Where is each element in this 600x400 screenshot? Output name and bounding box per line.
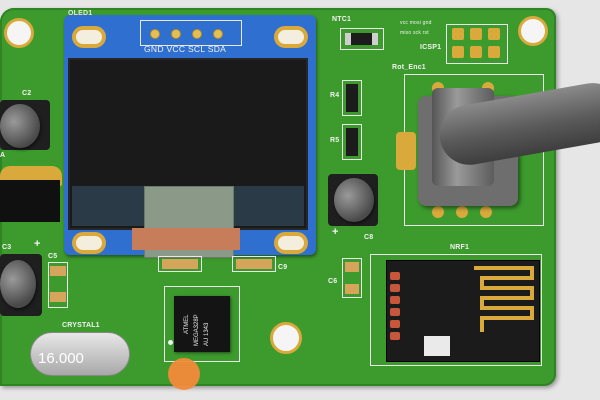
c9-label: C9	[278, 264, 288, 271]
atmega-chip	[174, 296, 230, 352]
r4-body	[346, 84, 358, 112]
mcu-marking-3: AU 1343	[204, 322, 210, 346]
nrf-pin-2	[390, 284, 400, 292]
icsp-pin-1	[452, 28, 464, 40]
capacitor-c8	[334, 178, 374, 222]
r5-label: R5	[330, 137, 340, 144]
icsp-outline	[446, 24, 508, 64]
encoder-pin-bottom-2	[456, 206, 468, 218]
c8-label: C8	[364, 234, 374, 241]
nrf-pin-5	[390, 320, 400, 328]
encoder-pin-bottom-1	[432, 206, 444, 218]
nrf-pin-6	[390, 332, 400, 340]
nrf-pin-3	[390, 296, 400, 304]
mcu-marking-2: MEGA328P	[194, 314, 200, 346]
nrf-antenna	[474, 266, 534, 332]
oled-ribbon-connector	[132, 228, 240, 250]
smd-cap-left-outline	[158, 256, 202, 272]
c6-top	[345, 262, 359, 272]
c5-label: C5	[48, 253, 58, 260]
oled-mount-tl	[72, 26, 106, 48]
c5-end-top	[50, 266, 66, 276]
header-pin-gnd	[150, 29, 160, 39]
r5-body	[346, 128, 358, 156]
icsp-note-1: vcc mosi gnd	[400, 20, 432, 26]
oled-mount-tr	[274, 26, 308, 48]
mcu-marking-1: ATMEL	[184, 314, 190, 334]
ntc-end-right	[372, 33, 378, 45]
icsp-pin-5	[470, 46, 482, 58]
icsp-pin-6	[488, 46, 500, 58]
ntc-body	[350, 33, 372, 45]
header-pin-vcc	[171, 29, 181, 39]
c3-label: C3	[2, 244, 12, 251]
encoder-mount-left	[396, 132, 416, 170]
encoder-pin-bottom-3	[480, 206, 492, 218]
smd-cap-left	[162, 259, 198, 269]
ntc-end-left	[345, 33, 351, 45]
nrf-pin-4	[390, 308, 400, 316]
oled-header-outline	[140, 20, 242, 46]
nrf-pin-1	[390, 272, 400, 280]
icsp-pin-3	[488, 28, 500, 40]
header-pin-labels: GND VCC SCL SDA	[144, 44, 227, 54]
c5-end-bottom	[50, 292, 66, 302]
c3-plus: +	[34, 238, 41, 250]
icsp-pin-2	[470, 28, 482, 40]
icsp-pin-4	[452, 46, 464, 58]
oled-ref-label: OLED1	[68, 10, 93, 17]
capacitor-c2	[0, 104, 40, 148]
mcu-outline	[164, 286, 240, 362]
mount-hole-top-right	[518, 16, 548, 46]
r4-outline	[342, 80, 362, 116]
c6-outline	[342, 258, 362, 298]
c6-label: C6	[328, 278, 338, 285]
c6-bottom	[345, 284, 359, 294]
oled-mount-bl	[72, 232, 106, 254]
encoder-label: Rot_Enc1	[392, 64, 426, 71]
c5-outline	[48, 262, 68, 308]
crystal-oscillator	[30, 332, 130, 376]
header-pin-scl	[192, 29, 202, 39]
ntc-label: NTC1	[332, 16, 352, 23]
mount-hole-top-left	[4, 18, 34, 48]
cap-left-label: A	[0, 152, 6, 159]
r4-label: R4	[330, 92, 340, 99]
c9-outline	[232, 256, 276, 272]
crystal-frequency: 16.000	[38, 350, 84, 367]
crystal-label: CRYSTAL1	[62, 322, 100, 329]
ntc-outline	[340, 28, 384, 50]
cursor-highlight	[168, 358, 200, 390]
header-pin-sda	[213, 29, 223, 39]
oled-mount-br	[274, 232, 308, 254]
c9-body	[236, 259, 272, 269]
c2-label: C2	[22, 90, 32, 97]
nrf-chip	[424, 336, 450, 356]
nrf-label: NRF1	[450, 244, 470, 251]
capacitor-c3	[0, 260, 36, 308]
mount-hole-bottom-mid	[270, 322, 302, 354]
c8-plus: +	[332, 226, 339, 238]
voltage-regulator	[0, 180, 60, 222]
icsp-label: ICSP1	[420, 44, 442, 51]
icsp-note-2: miso sck rst	[400, 30, 429, 36]
mcu-pin1-dot	[168, 340, 173, 345]
r5-outline	[342, 124, 362, 160]
nrf-outline	[370, 254, 542, 366]
